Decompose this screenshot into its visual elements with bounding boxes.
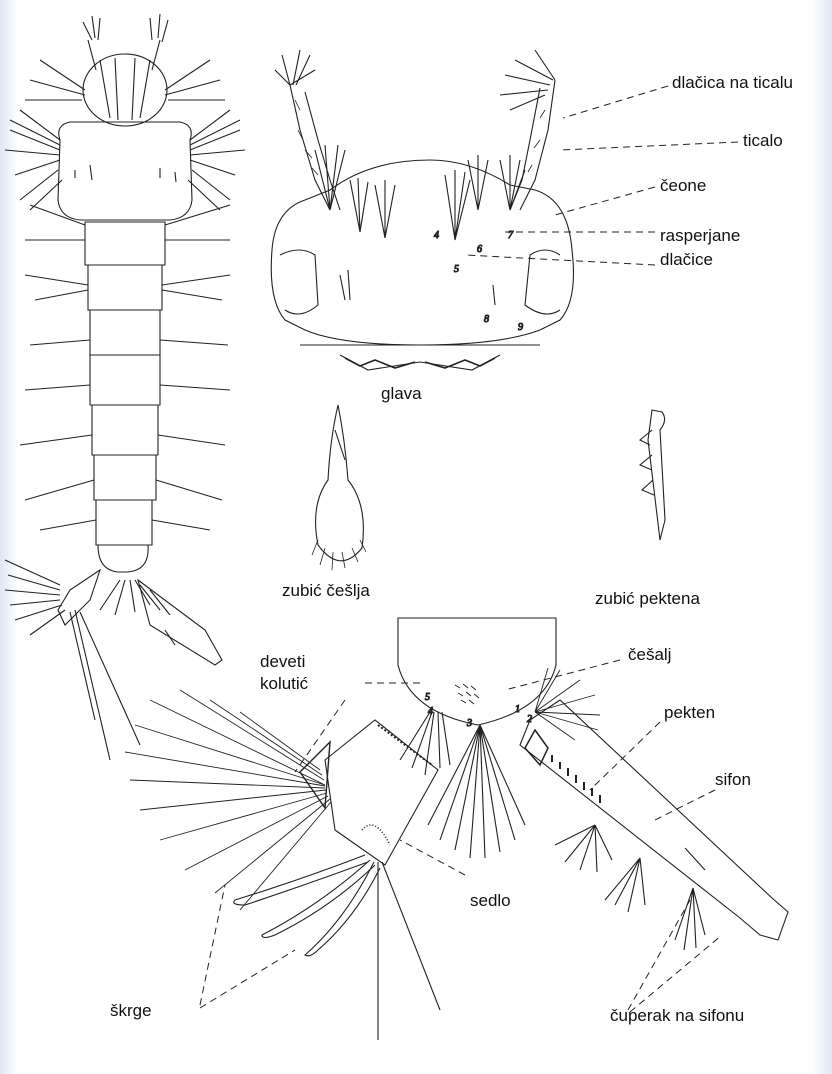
label-rasperjane: rasperjane	[660, 226, 740, 246]
label-pekten: pekten	[664, 703, 715, 723]
label-sifon: sifon	[715, 770, 751, 790]
segment-number-4: 4	[428, 706, 433, 717]
label-dlacica-na-ticalu: dlačica na ticalu	[672, 73, 793, 93]
head-number-5: 5	[454, 264, 459, 275]
label-zubic-pektena: zubić pektena	[595, 589, 700, 609]
comb-scale	[312, 405, 366, 570]
segment-number-3: 3	[466, 718, 472, 729]
label-cesalj: češalj	[628, 645, 671, 665]
label-zubic-cesla: zubić češlja	[282, 581, 370, 601]
label-ticalo: ticalo	[743, 131, 783, 151]
leader-lines	[200, 86, 738, 1012]
label-dlacice: dlačice	[660, 250, 713, 270]
label-sedlo: sedlo	[470, 891, 511, 911]
head-number-9: 9	[518, 322, 523, 333]
head-number-4: 4	[434, 230, 439, 241]
label-glava: glava	[381, 384, 422, 404]
head-number-6: 6	[477, 244, 482, 255]
label-ceone: čeone	[660, 176, 706, 196]
abdomen-segments	[85, 222, 165, 572]
head-detail: 4 5 6 7 8 9	[271, 50, 573, 370]
whole-larva	[5, 14, 245, 760]
label-skrge: škrge	[110, 1001, 152, 1021]
label-kolutic: kolutić	[260, 674, 308, 694]
pecten-tooth	[640, 410, 665, 540]
label-deveti: deveti	[260, 652, 305, 672]
segment-number-1: 1	[515, 704, 520, 715]
label-cuperak-na-sifonu: čuperak na sifonu	[610, 1006, 744, 1026]
terminal-segments: 1 2 3 4 5	[125, 618, 788, 1040]
segment-number-5: 5	[425, 692, 430, 703]
head-number-8: 8	[484, 314, 489, 325]
